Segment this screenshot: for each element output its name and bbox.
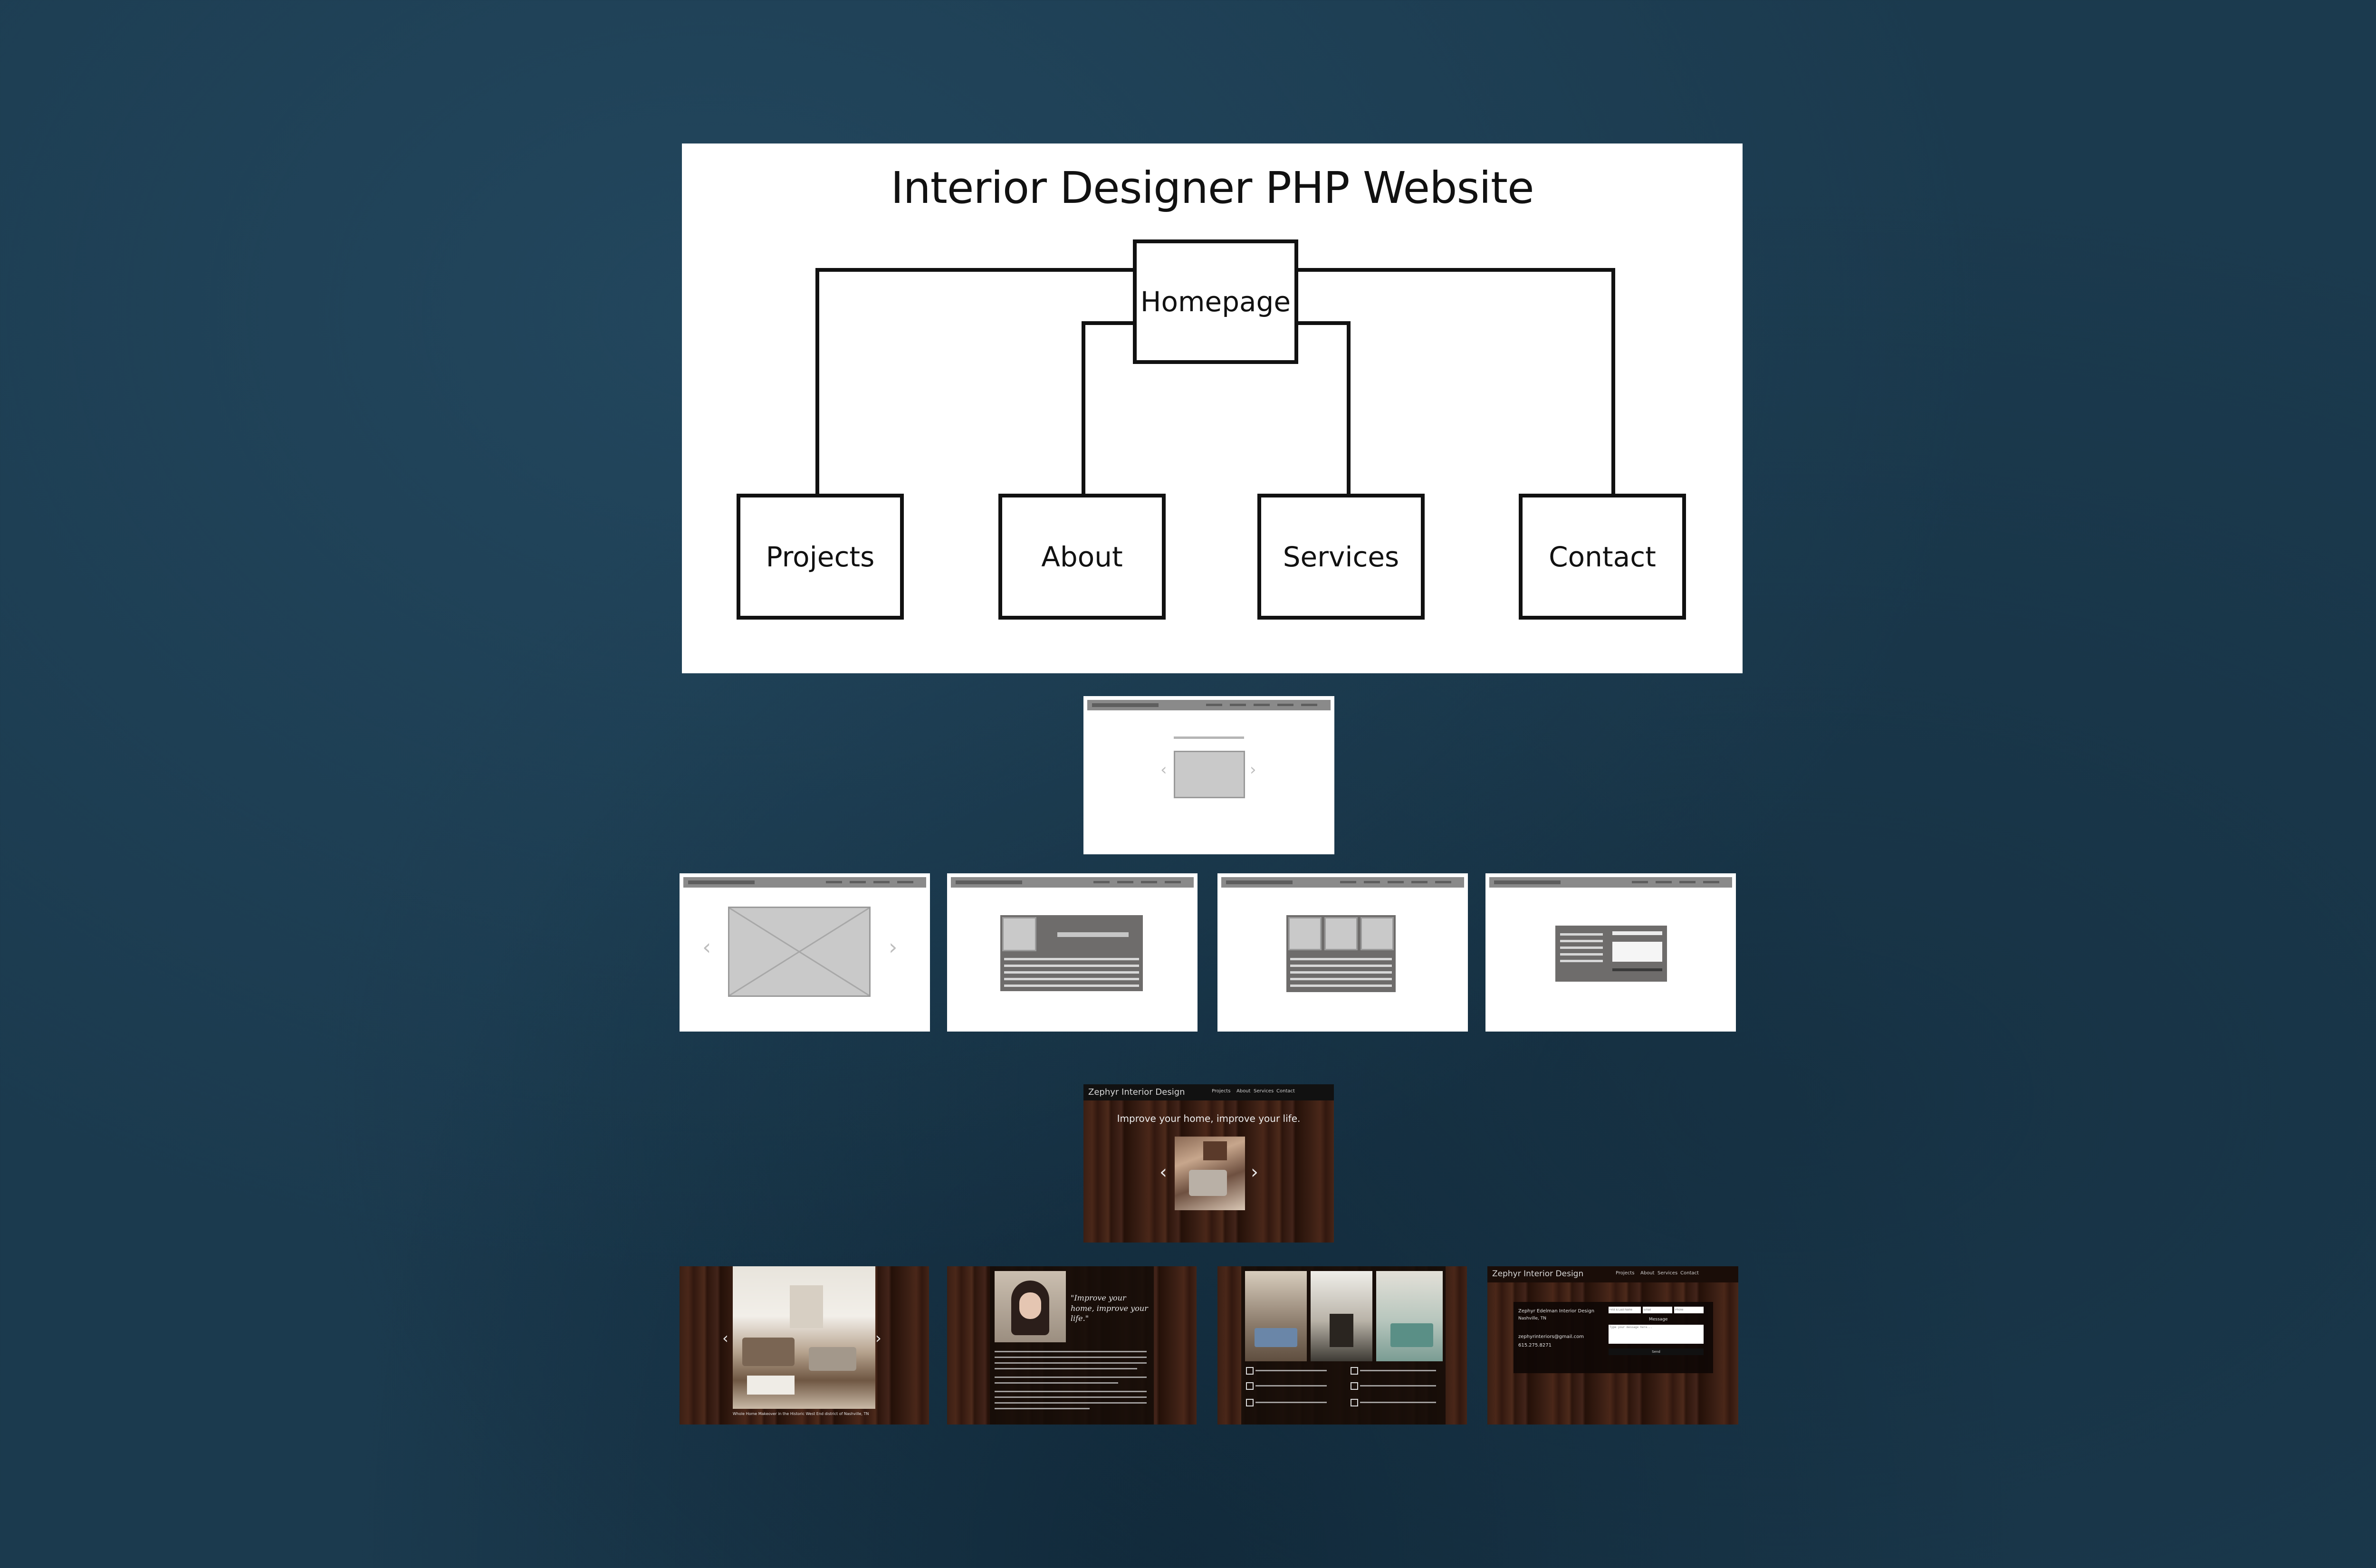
about-panel: "Improve your home, improve your life." — [990, 1266, 1154, 1425]
service-icon — [1351, 1367, 1358, 1375]
message-label: Message — [1649, 1317, 1668, 1322]
wireframe-photo-3 — [1360, 917, 1394, 950]
wireframe-header — [951, 877, 1194, 888]
wireframe-header — [1489, 877, 1732, 888]
service-photo-2 — [1311, 1271, 1372, 1361]
name-field[interactable] — [1609, 1307, 1641, 1313]
nav-contact[interactable]: Contact — [1276, 1089, 1295, 1094]
wireframe-photo-1 — [1288, 917, 1322, 950]
connector-about — [1082, 321, 1135, 578]
wireframe-message-box — [1612, 942, 1662, 962]
phone-field[interactable] — [1674, 1307, 1704, 1313]
connector-services — [1297, 321, 1351, 578]
wireframe-content-panel — [1286, 915, 1396, 992]
designer-portrait — [995, 1271, 1066, 1342]
chevron-right-icon: › — [889, 934, 898, 960]
site-brand: Zephyr Interior Design — [1088, 1087, 1185, 1097]
send-button[interactable]: Send — [1609, 1348, 1704, 1355]
wireframe-photo-2 — [1324, 917, 1358, 950]
mockup-homepage: Zephyr Interior Design Projects About Se… — [1083, 1084, 1334, 1243]
service-photo-1 — [1245, 1271, 1307, 1361]
chevron-left-icon: ‹ — [702, 934, 711, 960]
wireframe-about — [947, 873, 1198, 1032]
mockup-contact: Zephyr Interior Design Projects About Se… — [1487, 1266, 1738, 1425]
chevron-right-icon[interactable]: › — [875, 1329, 881, 1347]
project-photo — [733, 1266, 875, 1409]
nav-contact[interactable]: Contact — [1680, 1271, 1699, 1276]
about-quote: "Improve your home, improve your life." — [1071, 1293, 1148, 1323]
site-brand: Zephyr Interior Design — [1492, 1269, 1584, 1279]
contact-email: zephyrinteriors@gmail.com — [1518, 1334, 1584, 1339]
home-slider-photo — [1175, 1137, 1245, 1210]
node-contact: Contact — [1519, 494, 1686, 620]
wireframe-header — [1087, 700, 1331, 710]
wireframe-projects: ‹ › — [680, 873, 930, 1032]
service-icon — [1351, 1382, 1358, 1390]
wireframe-header — [1221, 877, 1464, 888]
wireframe-slider-image — [1174, 751, 1245, 798]
mockup-about: "Improve your home, improve your life." — [947, 1266, 1197, 1425]
service-icon — [1246, 1367, 1254, 1375]
wireframe-gallery-image — [728, 907, 871, 997]
chevron-left-icon[interactable]: ‹ — [1159, 1161, 1167, 1183]
contact-panel: Zephyr Edelman Interior Design Nashville… — [1514, 1302, 1713, 1373]
wireframe-header — [683, 877, 926, 888]
service-photo-3 — [1376, 1271, 1443, 1361]
contact-city: Nashville, TN — [1518, 1316, 1546, 1321]
services-panel — [1241, 1266, 1446, 1425]
home-tagline: Improve your home, improve your life. — [1117, 1113, 1301, 1124]
site-header: Zephyr Interior Design Projects About Se… — [1487, 1266, 1738, 1282]
project-caption: Whole Home Makeover in the Historic West… — [733, 1412, 869, 1416]
nav-about[interactable]: About — [1236, 1089, 1251, 1094]
chevron-right-icon[interactable]: › — [1251, 1161, 1258, 1183]
wireframe-tagline — [1174, 736, 1244, 739]
message-field[interactable] — [1609, 1325, 1704, 1344]
node-projects: Projects — [737, 494, 904, 620]
nav-projects[interactable]: Projects — [1616, 1271, 1635, 1276]
nav-services[interactable]: Services — [1254, 1089, 1274, 1094]
wireframe-homepage: ‹ › — [1083, 696, 1334, 854]
service-icon — [1351, 1399, 1358, 1406]
connector-projects — [815, 268, 1135, 574]
service-icon — [1246, 1382, 1254, 1390]
nav-services[interactable]: Services — [1657, 1271, 1678, 1276]
wireframe-content-panel — [1000, 915, 1143, 991]
service-icon — [1246, 1399, 1254, 1406]
wireframe-content-panel — [1555, 926, 1667, 982]
mockup-services — [1217, 1266, 1467, 1425]
node-services: Services — [1257, 494, 1425, 620]
chevron-left-icon[interactable]: ‹ — [722, 1329, 728, 1347]
contact-phone: 615.275.8271 — [1518, 1343, 1552, 1348]
nav-projects[interactable]: Projects — [1212, 1089, 1231, 1094]
wireframe-contact — [1485, 873, 1736, 1032]
nav-about[interactable]: About — [1640, 1271, 1655, 1276]
wireframe-services — [1217, 873, 1468, 1032]
diagram-title: Interior Designer PHP Website — [891, 163, 1534, 213]
wireframe-portrait — [1002, 917, 1036, 951]
chevron-right-icon: › — [1250, 760, 1256, 779]
node-homepage: Homepage — [1133, 239, 1298, 364]
contact-name: Zephyr Edelman Interior Design — [1518, 1309, 1595, 1314]
mockup-projects: ‹ › Whole Home Makeover in the Historic … — [680, 1266, 929, 1425]
connector-contact — [1297, 268, 1615, 574]
email-field[interactable] — [1643, 1307, 1672, 1313]
chevron-left-icon: ‹ — [1160, 760, 1167, 779]
site-header: Zephyr Interior Design Projects About Se… — [1083, 1084, 1334, 1100]
sitemap-diagram: Interior Designer PHP Website Homepage P… — [682, 143, 1743, 673]
node-about: About — [998, 494, 1166, 620]
